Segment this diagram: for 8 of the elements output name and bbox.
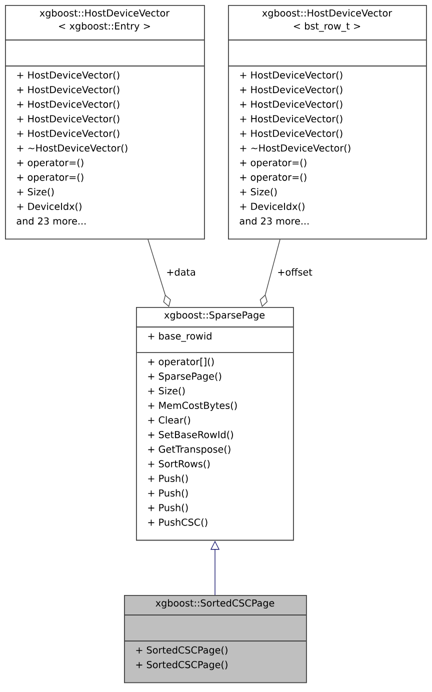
class-box: xgboost::HostDeviceVector < bst_row_t > + HostDeviceVector() + HostDeviceVector() + HostDeviceVector() + HostDeviceVector() + HostDeviceVector() + ~HostDeviceVector() + operator=() + operator=() + Size() + DeviceIdx() and 23 more... bbox=[228, 5, 427, 240]
class-box: xgboost::SparsePage + base_rowid + operator[]() + SparsePage() + Size() + MemCostBytes() + Clear() + SetBaseRowId() + GetTranspose() + SortRows() + Push() + Push() + Push() + PushCSC() bbox=[136, 307, 294, 541]
association-arrow bbox=[148, 239, 171, 307]
edge-label: +offset bbox=[276, 267, 314, 277]
association-arrow bbox=[260, 239, 280, 307]
class-box: xgboost::HostDeviceVector < xgboost::Entry > + HostDeviceVector() + HostDeviceVector() + HostDeviceVector() + HostDeviceVector() + HostDeviceVector() + ~HostDeviceVector() + operator=() + operator=() + Size() + DeviceIdx() and 23 more... bbox=[4, 5, 205, 240]
class-box: xgboost::SortedCSCPage + SortedCSCPage() + SortedCSCPage() bbox=[124, 595, 307, 684]
edge-label: +data bbox=[165, 267, 197, 277]
